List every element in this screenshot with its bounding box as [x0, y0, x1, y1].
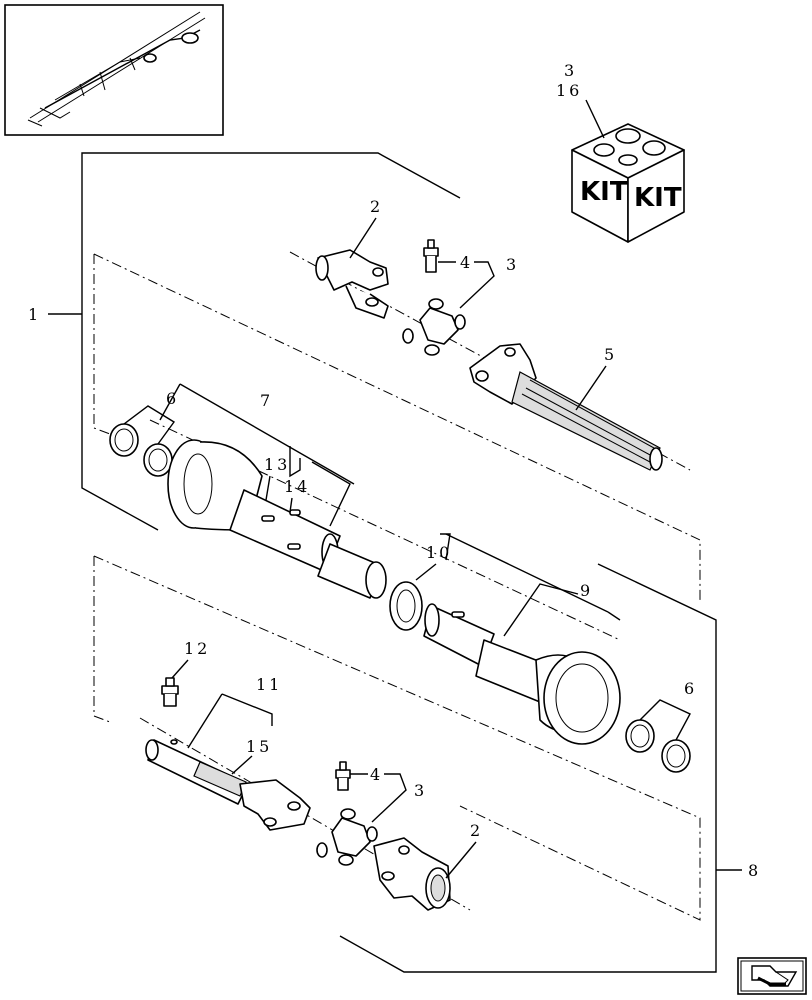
splined-shaft[interactable]	[469, 343, 663, 471]
cross-joint-bottom[interactable]	[316, 808, 378, 866]
yoke-bottom[interactable]	[373, 837, 451, 911]
callout-kit-16: 16	[556, 81, 582, 100]
callout-12: 12	[184, 639, 210, 658]
callout-14: 14	[284, 477, 310, 496]
bearing-ring[interactable]	[389, 581, 423, 631]
callout-7: 7	[260, 391, 273, 410]
callout-10: 10	[426, 543, 452, 562]
callout-2-bottom: 2	[470, 821, 483, 840]
bracket-1	[81, 152, 461, 531]
callout-5: 5	[604, 345, 617, 364]
kit-box: KIT KIT	[571, 123, 685, 243]
kit-label-left: KIT	[580, 177, 628, 207]
callout-4-top: 4	[460, 253, 473, 272]
callout-6-right: 6	[684, 679, 697, 698]
callout-8: 8	[748, 861, 761, 880]
yoke-top[interactable]	[315, 249, 389, 319]
cross-joint-top[interactable]	[402, 298, 466, 356]
callout-kit-3: 3	[564, 61, 577, 80]
guard-tube-outer[interactable]	[317, 543, 387, 599]
leader-kit	[585, 99, 605, 139]
grease-fitting-top[interactable]	[423, 239, 439, 273]
callout-9: 9	[580, 581, 593, 600]
grease-fitting-lower[interactable]	[161, 677, 179, 707]
callout-11: 11	[256, 675, 282, 694]
overview-thumbnail[interactable]	[4, 4, 224, 136]
guard-bell-outer[interactable]	[167, 439, 341, 573]
next-page-arrow-icon[interactable]	[737, 957, 807, 995]
kit-label-right: KIT	[634, 183, 682, 213]
callout-2-top: 2	[370, 197, 383, 216]
inner-shaft[interactable]	[145, 739, 311, 831]
callout-3-bottom: 3	[414, 781, 427, 800]
snap-rings-left[interactable]	[109, 423, 173, 477]
snap-rings-right[interactable]	[625, 719, 691, 773]
callout-6-left: 6	[166, 389, 179, 408]
callout-15: 15	[246, 737, 272, 756]
bracket-8	[339, 563, 717, 973]
guard-bell-inner[interactable]	[423, 603, 621, 745]
callout-4-bottom: 4	[370, 765, 383, 784]
callout-13: 13	[264, 455, 290, 474]
grease-fitting-bottom[interactable]	[335, 761, 351, 791]
callout-1: 1	[28, 305, 41, 324]
callout-3-top: 3	[506, 255, 519, 274]
